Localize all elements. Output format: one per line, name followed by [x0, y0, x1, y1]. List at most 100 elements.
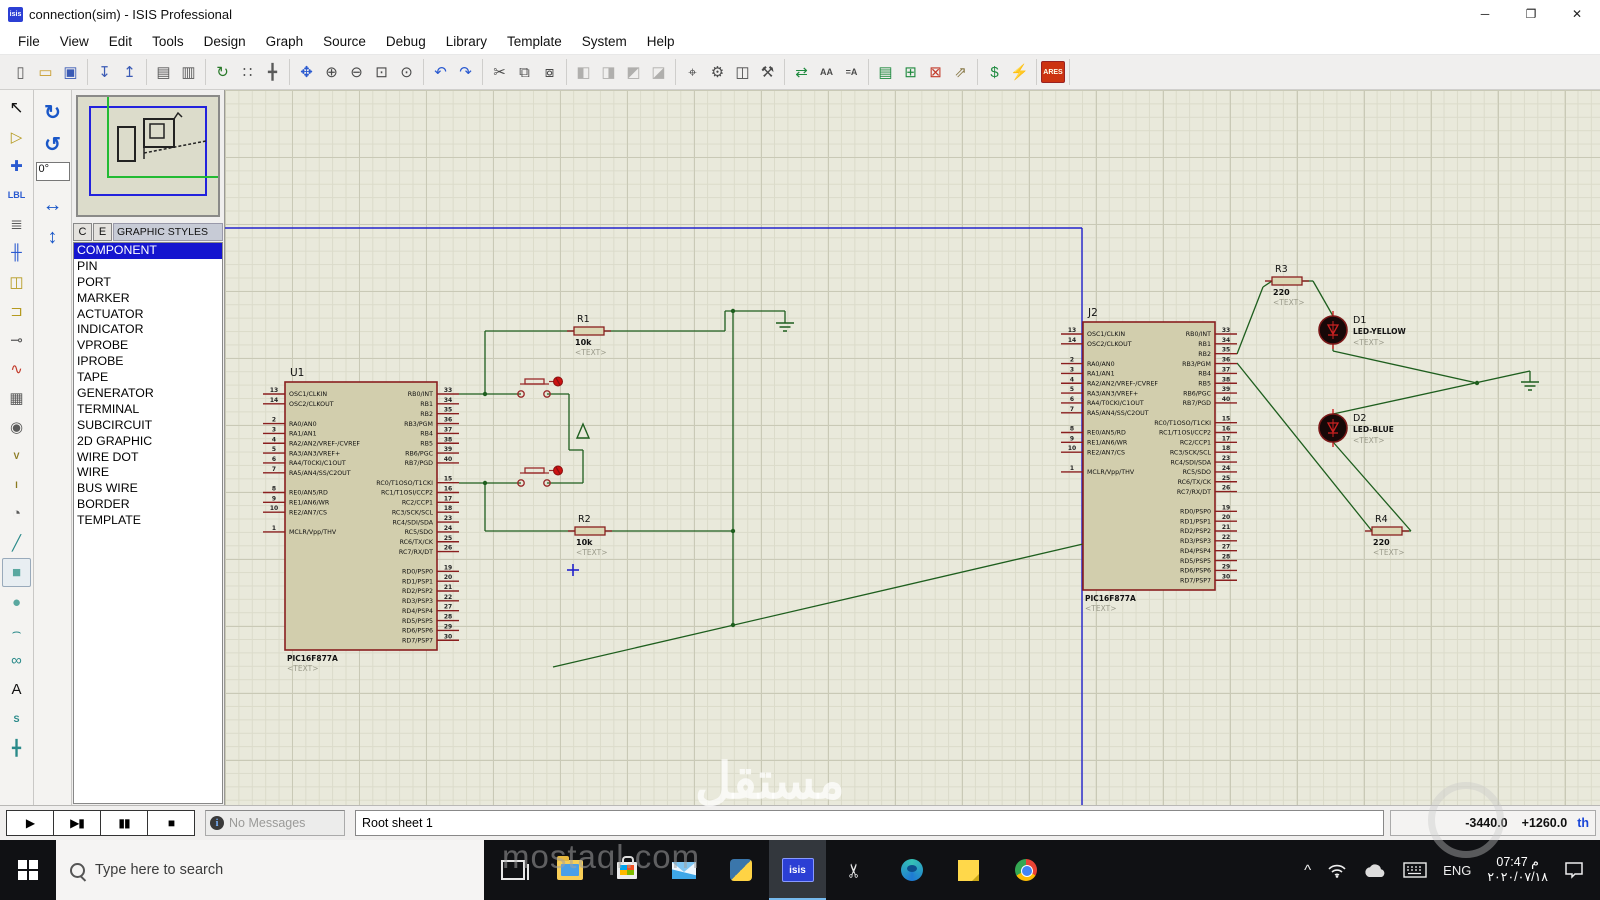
- electrical-rule-check-icon[interactable]: ⚡: [1010, 64, 1029, 81]
- generator-tool[interactable]: ◉: [9, 418, 24, 436]
- arrow-terminal[interactable]: [575, 422, 591, 439]
- restore-button[interactable]: ❐: [1525, 7, 1537, 21]
- virtual-instrument-tool[interactable]: ◔: [11, 505, 22, 522]
- sim-stop-button[interactable]: ■: [148, 811, 194, 835]
- pick-parts-button[interactable]: C: [73, 223, 92, 241]
- style-item-template[interactable]: TEMPLATE: [77, 513, 141, 528]
- sim-step-button[interactable]: ▶▮: [54, 811, 101, 835]
- graph-tool[interactable]: ∿: [10, 360, 23, 378]
- block-delete-icon[interactable]: ◪: [651, 64, 666, 81]
- tray-expand-icon[interactable]: ^: [1304, 861, 1312, 879]
- block-copy-icon[interactable]: ◧: [576, 64, 591, 81]
- 2d-symbol-tool[interactable]: S: [13, 713, 20, 724]
- zoom-area-icon[interactable]: ⊡: [375, 64, 388, 81]
- false-origin-icon[interactable]: ╋: [267, 64, 278, 81]
- ground-terminal[interactable]: [776, 322, 794, 332]
- redo-icon[interactable]: ↷: [459, 64, 472, 81]
- voltage-probe-tool[interactable]: V: [13, 450, 20, 461]
- new-sheet-icon[interactable]: ⊞: [904, 64, 917, 81]
- file-explorer-icon[interactable]: [541, 840, 598, 900]
- snipping-tool-icon[interactable]: ✂: [843, 862, 865, 878]
- 2d-marker-tool[interactable]: ╋: [11, 739, 22, 757]
- menu-file[interactable]: File: [18, 33, 40, 49]
- wifi-icon[interactable]: [1327, 862, 1347, 878]
- rotation-angle-field[interactable]: 0°: [35, 162, 70, 181]
- sim-pause-button[interactable]: ▮▮: [101, 811, 148, 835]
- edge-icon[interactable]: [883, 840, 940, 900]
- terminal-tool[interactable]: ⊐: [10, 302, 23, 320]
- action-center-icon[interactable]: [1564, 861, 1584, 879]
- subcircuit-tool[interactable]: ◫: [9, 273, 24, 291]
- design-explorer-icon[interactable]: ▤: [878, 64, 893, 81]
- style-item-bus-wire[interactable]: BUS WIRE: [77, 481, 138, 496]
- tape-recorder-tool[interactable]: ▦: [9, 389, 24, 407]
- selection-pointer-tool[interactable]: ↖: [9, 97, 24, 117]
- style-item-border[interactable]: BORDER: [77, 497, 130, 512]
- zoom-out-icon[interactable]: ⊖: [350, 64, 363, 81]
- packaging-tool-icon[interactable]: ◫: [735, 64, 750, 81]
- search-tag-icon[interactable]: AA: [820, 67, 833, 77]
- menu-tools[interactable]: Tools: [152, 33, 184, 49]
- style-item-indicator[interactable]: INDICATOR: [77, 322, 144, 337]
- mirror-vertical-button[interactable]: ↕: [47, 225, 58, 248]
- start-button[interactable]: [0, 840, 56, 900]
- remove-sheet-icon[interactable]: ⊠: [929, 64, 942, 81]
- 2d-text-tool[interactable]: A: [11, 681, 22, 698]
- mirror-horizontal-button[interactable]: ↔: [42, 193, 63, 216]
- redraw-icon[interactable]: ↻: [216, 64, 229, 81]
- 2d-arc-tool[interactable]: ⌢: [11, 623, 22, 640]
- wire-label-tool[interactable]: LBL: [7, 189, 26, 200]
- toggle-grid-icon[interactable]: ∷: [242, 64, 253, 81]
- menu-source[interactable]: Source: [323, 33, 366, 49]
- style-item-port[interactable]: PORT: [77, 274, 111, 289]
- block-rotate-icon[interactable]: ◩: [626, 64, 641, 81]
- 2d-box-tool[interactable]: ■: [2, 558, 31, 587]
- style-item-pin[interactable]: PIN: [77, 258, 98, 273]
- undo-icon[interactable]: ↶: [434, 64, 447, 81]
- language-indicator[interactable]: ENG: [1443, 862, 1472, 878]
- copy-icon[interactable]: ⧉: [519, 63, 530, 81]
- make-device-icon[interactable]: ⚙: [710, 64, 725, 81]
- menu-system[interactable]: System: [581, 33, 627, 49]
- pan-icon[interactable]: ✥: [300, 64, 313, 81]
- pick-device-icon[interactable]: ⌖: [688, 63, 697, 81]
- style-item-marker[interactable]: MARKER: [77, 290, 130, 305]
- push-button[interactable]: [517, 465, 563, 487]
- style-item-actuator[interactable]: ACTUATOR: [77, 306, 144, 321]
- overview-minimap[interactable]: [76, 95, 220, 217]
- close-button[interactable]: ✕: [1571, 7, 1583, 21]
- style-item-subcircuit[interactable]: SUBCIRCUIT: [77, 417, 153, 432]
- rotate-ccw-button[interactable]: ↺: [44, 133, 61, 156]
- text-script-tool[interactable]: ≣: [10, 215, 23, 233]
- decompose-icon[interactable]: ⚒: [760, 64, 775, 81]
- ground-terminal[interactable]: [1521, 381, 1539, 391]
- export-section-icon[interactable]: ↥: [123, 64, 136, 81]
- 2d-circle-tool[interactable]: ●: [11, 594, 22, 611]
- microsoft-store-icon[interactable]: [598, 840, 655, 900]
- rotate-cw-button[interactable]: ↻: [44, 101, 61, 124]
- onedrive-icon[interactable]: [1363, 863, 1387, 878]
- task-view-icon[interactable]: [484, 840, 541, 900]
- junction-dot-tool[interactable]: ✚: [10, 157, 23, 175]
- mail-icon[interactable]: [655, 840, 712, 900]
- python-icon[interactable]: [712, 840, 769, 900]
- wire-autorouter-icon[interactable]: ⇄: [795, 64, 808, 81]
- style-item-wire-dot[interactable]: WIRE DOT: [77, 449, 139, 464]
- minimize-button[interactable]: ─: [1480, 7, 1490, 21]
- menu-help[interactable]: Help: [646, 33, 675, 49]
- menu-graph[interactable]: Graph: [265, 33, 304, 49]
- sim-play-button[interactable]: ▶: [7, 811, 54, 835]
- menu-template[interactable]: Template: [506, 33, 562, 49]
- taskbar-search[interactable]: Type here to search: [56, 840, 484, 900]
- goto-sheet-icon[interactable]: ⇗: [954, 64, 967, 81]
- style-item-iprobe[interactable]: IPROBE: [77, 354, 124, 369]
- style-item-vprobe[interactable]: VPROBE: [77, 338, 129, 353]
- device-pin-tool[interactable]: ⊸: [10, 331, 23, 349]
- style-item-terminal[interactable]: TERMINAL: [77, 401, 140, 416]
- chip-J2[interactable]: J2PIC16F877A<TEXT>13OSC1/CLKIN14OSC2/CLK…: [1061, 307, 1237, 613]
- style-item-tape[interactable]: TAPE: [77, 370, 109, 385]
